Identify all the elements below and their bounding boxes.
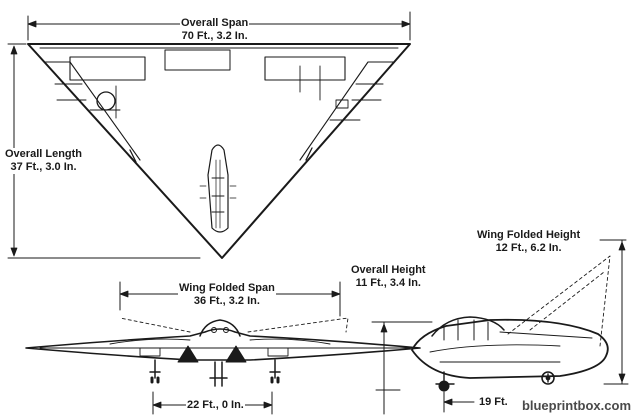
folded-height-dimension <box>600 240 628 384</box>
overall-height-value: 11 Ft., 3.4 In. <box>355 277 421 289</box>
wing-folded-span-value: 36 Ft., 3.2 In. <box>193 295 260 307</box>
front-wing-folded-outline <box>120 318 348 332</box>
overall-span-value: 70 Ft., 3.2 In. <box>181 30 248 42</box>
top-view <box>8 12 410 258</box>
overall-length-value: 37 Ft., 3.0 In. <box>10 161 77 173</box>
side-view <box>372 240 628 414</box>
front-view <box>26 282 420 414</box>
left-leading-edge-panel <box>45 62 140 160</box>
wheelbase-label: 19 Ft. <box>478 396 509 409</box>
side-view-canopy <box>432 317 504 336</box>
overall-span-title: Overall Span <box>181 17 249 29</box>
wing-folded-height-value: 12 Ft., 6.2 In. <box>495 242 562 254</box>
overall-height-title: Overall Height <box>351 264 426 276</box>
left-flap <box>70 57 145 80</box>
wing-folded-span-label: Wing Folded Span 36 Ft., 3.2 In. <box>178 282 276 308</box>
top-view-fuselage <box>208 145 228 232</box>
overall-height-dimension <box>372 322 432 414</box>
overall-length-title: Overall Length <box>5 148 83 160</box>
overall-span-label: Overall Span 70 Ft., 3.2 In. <box>180 17 250 43</box>
side-view-fuselage <box>412 320 608 378</box>
front-view-landing-gear <box>150 360 280 386</box>
top-view-outline <box>28 44 410 258</box>
overall-height-label: Overall Height 11 Ft., 3.4 In. <box>350 264 427 290</box>
right-intake <box>226 346 246 362</box>
front-view-canopy <box>200 320 240 336</box>
front-view-wing <box>26 329 420 360</box>
overall-length-label: Overall Length 37 Ft., 3.0 In. <box>4 148 84 174</box>
right-flap <box>265 57 345 80</box>
watermark-text: blueprintbox.com <box>518 398 634 413</box>
wing-folded-span-title: Wing Folded Span <box>179 282 275 294</box>
wing-roundel <box>97 92 115 110</box>
wing-folded-height-label: Wing Folded Height 12 Ft., 6.2 In. <box>476 229 582 255</box>
side-wing-folded-outline <box>508 256 610 346</box>
track-value: 22 Ft., 0 In. <box>187 399 244 411</box>
wing-folded-height-title: Wing Folded Height <box>477 229 581 241</box>
right-leading-edge-panel <box>300 62 393 160</box>
wheelbase-value: 19 Ft. <box>479 396 508 408</box>
left-intake <box>178 346 198 362</box>
track-label: 22 Ft., 0 In. <box>186 399 245 412</box>
